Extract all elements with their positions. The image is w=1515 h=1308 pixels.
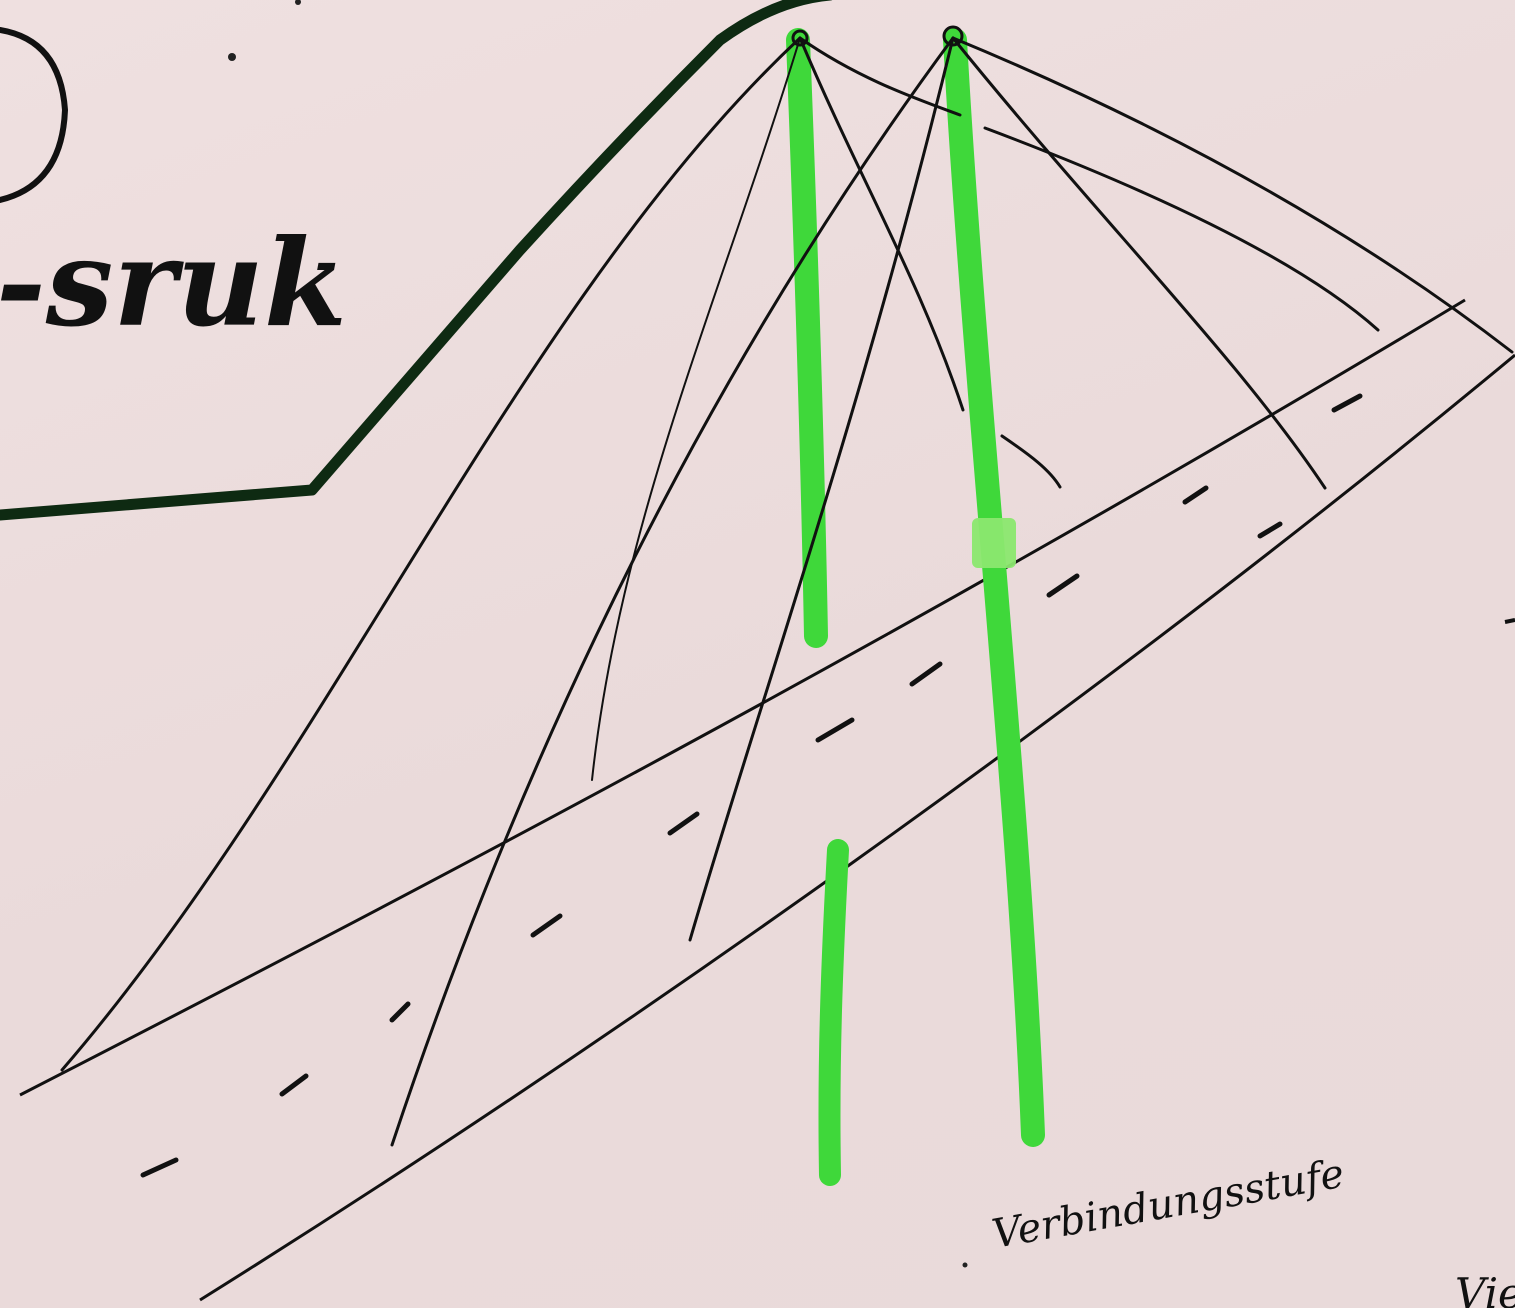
pylon-left-top: [791, 29, 809, 47]
terrain-outline: [0, 0, 833, 521]
dash-5: [667, 811, 700, 836]
handwritten-word: -sruk: [0, 213, 347, 354]
cable-r1: [390, 36, 955, 1147]
dash-1: [140, 1157, 179, 1178]
dash-7: [909, 661, 943, 687]
connection-label: Verbindungsstufe: [989, 1151, 1348, 1258]
partial-circle: [0, 27, 69, 203]
road-edge-upper: [19, 298, 1466, 1097]
cable-r4: [951, 36, 1514, 354]
road-centerline-dashes: [140, 393, 1363, 1178]
cable-l2: [591, 37, 801, 781]
dash-9: [1182, 485, 1209, 505]
pylon-left-upper: [786, 28, 828, 648]
cables-right-pylon: [390, 36, 1514, 1147]
dash-3: [389, 1001, 411, 1023]
cable-r5: [983, 126, 1380, 332]
pylon-right-shaft: [943, 28, 1045, 1147]
pylon-left: [786, 28, 849, 1186]
road-edge-lower: [199, 353, 1515, 1302]
pylon-right: [943, 28, 1045, 1147]
ink-dot: [228, 53, 236, 61]
dash-6: [815, 717, 855, 743]
ink-dot-3: [962, 1262, 968, 1268]
cables-left-pylon: [60, 36, 965, 1072]
dash-11: [1257, 521, 1283, 539]
pylon-right-top: [942, 25, 964, 47]
ink-dot-2: [295, 0, 301, 5]
partial-label: Vie: [1455, 1269, 1515, 1308]
dash-4: [530, 913, 563, 938]
edge-tick: [1504, 618, 1515, 624]
dash-2: [279, 1073, 309, 1097]
cable-r3: [951, 36, 1327, 490]
cable-l1: [60, 36, 802, 1072]
dash-10: [1331, 393, 1363, 413]
cable-r2: [688, 36, 955, 942]
pylon-connection-band: [972, 518, 1016, 568]
cable-l4: [798, 36, 962, 117]
cable-l3: [798, 36, 965, 412]
cable-r6: [1000, 434, 1062, 489]
pylon-left-lower: [818, 839, 849, 1186]
dash-8: [1046, 573, 1080, 598]
